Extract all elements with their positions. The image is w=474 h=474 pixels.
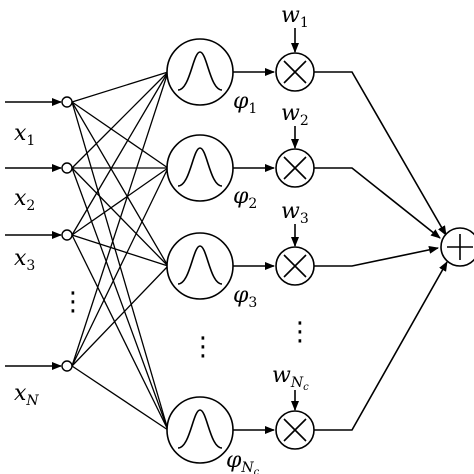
hidden-to-weight-arrows bbox=[233, 68, 275, 434]
phi-label-1: φ1 bbox=[233, 89, 257, 117]
rbf-neuron-nc bbox=[166, 396, 234, 464]
multiply-node-3 bbox=[275, 246, 315, 286]
rbf-neuron-2 bbox=[166, 134, 234, 202]
input-label-1: x1 bbox=[14, 121, 35, 149]
input-label-n: xN bbox=[14, 381, 39, 409]
subscript-c: c bbox=[303, 382, 309, 393]
input-label-2: x2 bbox=[14, 186, 35, 214]
rbf-neuron-3 bbox=[166, 232, 234, 300]
phi-label-nc: φNc bbox=[226, 448, 260, 474]
weight-label-3: w3 bbox=[281, 199, 309, 227]
gaussian-icon bbox=[177, 245, 223, 285]
gaussian-icon bbox=[177, 147, 223, 187]
multiply-node-1 bbox=[275, 52, 315, 92]
weight-label-1: w1 bbox=[281, 3, 309, 31]
input-label-3: x3 bbox=[14, 246, 35, 274]
hidden-layer: ⋮ φ1 φ2 φ3 φNc bbox=[166, 38, 260, 474]
sum-node bbox=[440, 227, 474, 267]
input-node-2 bbox=[61, 162, 73, 174]
weight-ellipsis: ⋮ bbox=[287, 317, 313, 347]
multiply-icon bbox=[283, 254, 307, 278]
input-hidden-connections bbox=[71, 71, 169, 431]
input-node-n bbox=[61, 360, 73, 372]
weight-to-sum-arrows bbox=[314, 71, 448, 431]
phi-label-3: φ3 bbox=[233, 283, 257, 311]
plus-icon bbox=[447, 234, 473, 260]
input-node-3 bbox=[61, 229, 73, 241]
gaussian-icon bbox=[177, 51, 223, 91]
weight-layer: w1 w2 w3 wNc ⋮ bbox=[272, 3, 315, 450]
input-node-1 bbox=[61, 96, 73, 108]
phi-label-2: φ2 bbox=[233, 184, 257, 212]
multiply-node-2 bbox=[275, 148, 315, 188]
weight-label-nc: wNc bbox=[272, 363, 309, 393]
rbf-neuron-1 bbox=[166, 38, 234, 106]
multiply-icon bbox=[283, 60, 307, 84]
input-layer: x1 x2 x3 xN ⋮ bbox=[5, 96, 86, 409]
subscript-c: c bbox=[254, 467, 260, 474]
multiply-icon bbox=[283, 156, 307, 180]
multiply-node-nc bbox=[275, 410, 315, 450]
gaussian-icon bbox=[177, 409, 223, 449]
weight-label-2: w2 bbox=[281, 101, 309, 129]
multiply-icon bbox=[283, 418, 307, 442]
hidden-ellipsis: ⋮ bbox=[190, 332, 216, 362]
input-ellipsis: ⋮ bbox=[60, 287, 86, 317]
